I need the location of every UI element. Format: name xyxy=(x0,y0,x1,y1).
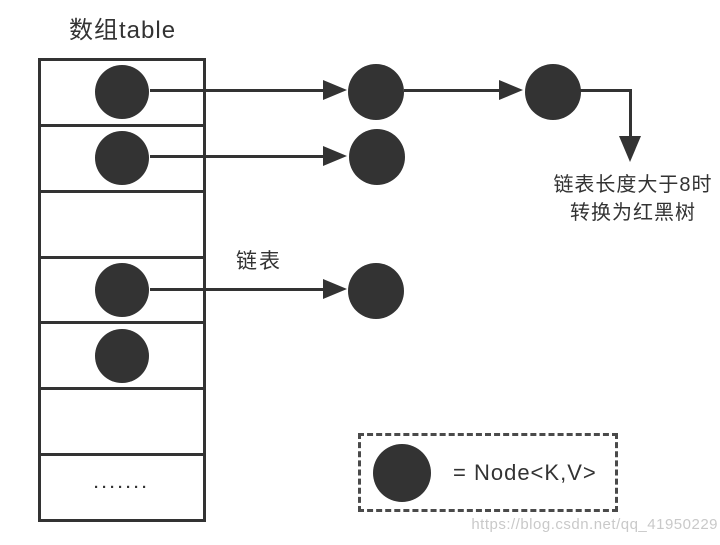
node-circle xyxy=(95,263,149,317)
treeify-note-line1: 链表长度大于8时 xyxy=(553,174,713,196)
array-cell xyxy=(41,127,203,193)
linked-list-label: 链表 xyxy=(236,250,282,273)
array-table-title: 数组table xyxy=(69,17,177,44)
arrow-line-row1-a xyxy=(150,89,326,92)
treeify-note: 链表长度大于8时 转换为红黑树 xyxy=(535,171,720,227)
node-circle-row1-1 xyxy=(348,64,404,120)
array-cell xyxy=(41,193,203,259)
array-table: ······· xyxy=(38,58,206,522)
array-cell xyxy=(41,61,203,127)
legend-label: = Node<K,V> xyxy=(453,459,597,485)
array-cell xyxy=(41,390,203,457)
treeify-note-line2: 转换为红黑树 xyxy=(570,202,696,224)
array-cell xyxy=(41,324,203,391)
arrowhead-row2 xyxy=(323,146,347,166)
node-circle xyxy=(95,65,149,120)
node-circle-row1-2 xyxy=(525,64,581,120)
elbow-line-vertical xyxy=(629,89,632,138)
node-circle-row4-1 xyxy=(348,263,404,319)
elbow-line-horizontal xyxy=(580,89,632,92)
arrowhead-row1-a xyxy=(323,80,347,100)
node-circle-row2-1 xyxy=(349,129,405,185)
ellipsis-text: ······· xyxy=(94,479,150,497)
arrow-line-row2 xyxy=(150,155,326,158)
arrow-line-row4 xyxy=(150,288,326,291)
node-circle xyxy=(95,328,149,383)
arrowhead-row4 xyxy=(323,279,347,299)
arrowhead-row1-b xyxy=(499,80,523,100)
watermark-url: https://blog.csdn.net/qq_41950229 xyxy=(471,516,718,533)
array-cell xyxy=(41,259,203,325)
arrow-line-row1-b xyxy=(404,89,502,92)
legend-box: = Node<K,V> xyxy=(358,433,618,512)
arrowhead-down xyxy=(619,136,641,162)
array-cell: ······· xyxy=(41,456,203,519)
node-circle-icon xyxy=(373,443,431,502)
node-circle xyxy=(95,131,149,186)
